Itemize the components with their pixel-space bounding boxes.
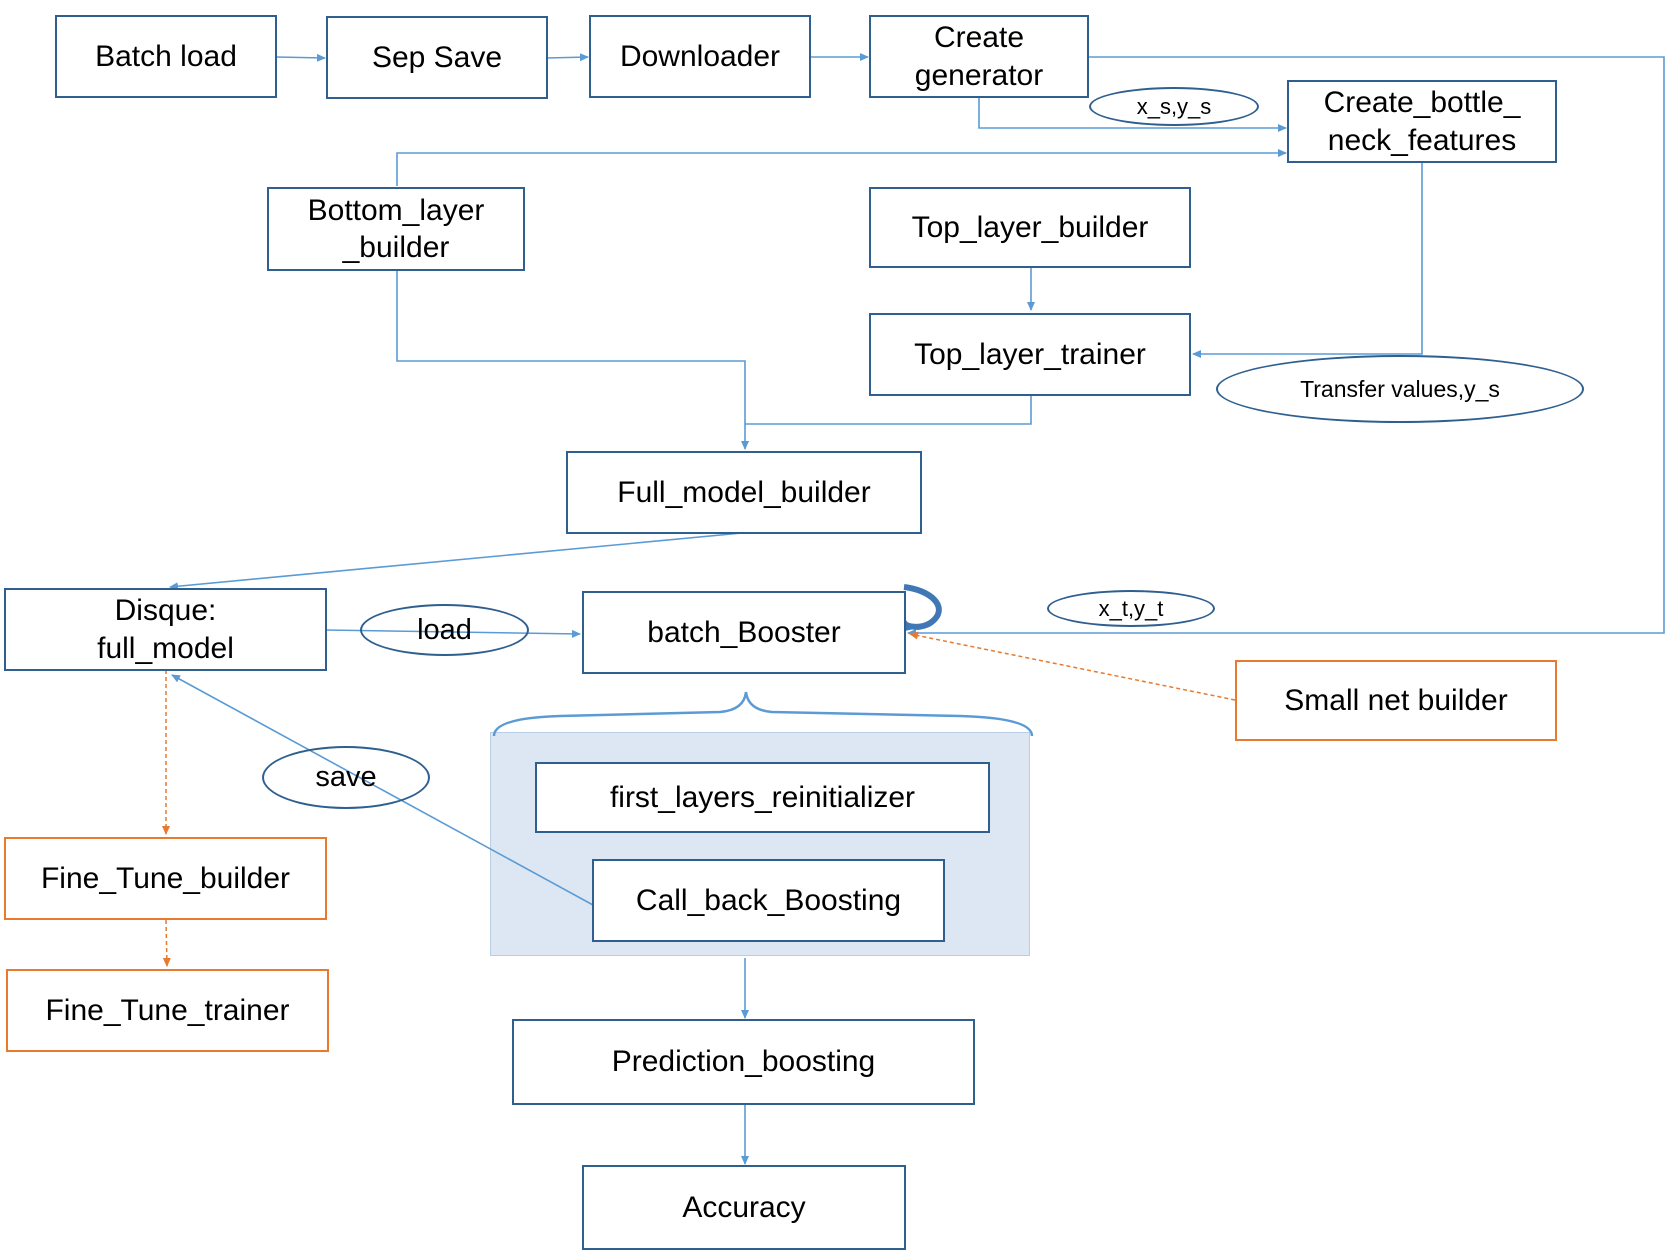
call-back-boosting-node: Call_back_Boosting <box>592 859 945 942</box>
fine-tune-builder-label: Fine_Tune_builder <box>40 861 291 895</box>
downloader-label: Downloader <box>619 39 781 73</box>
bottom-layer-builder-node: Bottom_layer _builder <box>267 187 525 271</box>
save-label: save <box>262 746 430 809</box>
fine-tune-trainer-node: Fine_Tune_trainer <box>6 969 329 1052</box>
call-back-boosting-label: Call_back_Boosting <box>635 883 902 917</box>
accuracy-label: Accuracy <box>682 1190 806 1224</box>
top-layer-builder-node: Top_layer_builder <box>869 187 1191 268</box>
prediction-boosting-label: Prediction_boosting <box>611 1045 876 1079</box>
top-layer-trainer-node: Top_layer_trainer <box>869 313 1191 396</box>
disque-label-line1: Disque: <box>114 594 217 627</box>
xs-ys-text: x_s,y_s <box>1136 93 1212 119</box>
create-generator-label-line2: generator <box>914 58 1044 92</box>
create-bottleneck-label-line1: Create_bottle_ <box>1323 86 1521 119</box>
create-bottleneck-label-line2: neck_features <box>1327 123 1517 157</box>
load-label: load <box>360 604 529 656</box>
disque-full-model-node: Disque: full_model <box>4 588 327 671</box>
transfer-values-text: Transfer values,y_s <box>1300 375 1500 402</box>
edge-generator-booster <box>907 56 1665 637</box>
xs-ys-label: x_s,y_s <box>1089 87 1259 126</box>
xt-yt-label: x_t,y_t <box>1047 590 1215 627</box>
edge-bottomlayer-fullmodel <box>396 270 749 450</box>
edge-generator-bottleneck <box>978 97 1287 132</box>
group-brace <box>492 691 1034 737</box>
create-generator-label-line1: Create <box>933 21 1025 54</box>
booster-self-loop <box>903 584 942 630</box>
sep-save-label: Sep Save <box>371 40 503 74</box>
first-layers-reinitializer-label: first_layers_reinitializer <box>609 780 916 814</box>
edge-finetunebuilder-trainer <box>162 919 171 967</box>
edge-bottomlayer-bottleneck <box>396 149 1287 186</box>
edge-sepsave-downloader <box>546 53 589 62</box>
small-net-builder-label: Small net builder <box>1284 683 1508 717</box>
save-text: save <box>315 761 377 793</box>
disque-label-line2: full_model <box>97 631 234 665</box>
bottom-layer-builder-label-line1: Bottom_layer <box>307 193 485 227</box>
prediction-boosting-node: Prediction_boosting <box>512 1019 975 1105</box>
small-net-builder-node: Small net builder <box>1235 660 1557 741</box>
create-bottleneck-node: Create_bottle_ neck_features <box>1287 80 1557 163</box>
create-generator-node: Create generator <box>869 15 1089 98</box>
top-layer-trainer-label: Top_layer_trainer <box>914 337 1146 371</box>
full-model-builder-label: Full_model_builder <box>617 475 871 509</box>
xt-yt-text: x_t,y_t <box>1098 595 1164 621</box>
batch-booster-node: batch_Booster <box>582 591 906 674</box>
sep-save-node: Sep Save <box>326 16 548 99</box>
transfer-values-label: Transfer values,y_s <box>1216 355 1584 423</box>
downloader-node: Downloader <box>589 15 811 98</box>
bottom-layer-builder-label-line2: _builder <box>342 231 450 264</box>
edge-smallnet-booster <box>909 631 1236 701</box>
fine-tune-trainer-label: Fine_Tune_trainer <box>45 993 290 1027</box>
batch-load-node: Batch load <box>55 15 277 98</box>
edge-toptrainer-fullmodel <box>745 395 1032 425</box>
edge-bottleneck-toptrainer <box>1192 162 1423 358</box>
load-text: load <box>417 613 472 646</box>
batch-load-label: Batch load <box>95 39 237 73</box>
accuracy-node: Accuracy <box>582 1165 906 1250</box>
first-layers-reinitializer-node: first_layers_reinitializer <box>535 762 990 833</box>
edge-batchload-sepsave <box>275 53 326 62</box>
batch-booster-label: batch_Booster <box>647 615 841 649</box>
fine-tune-builder-node: Fine_Tune_builder <box>4 837 327 920</box>
top-layer-builder-label: Top_layer_builder <box>911 210 1149 244</box>
full-model-builder-node: Full_model_builder <box>566 451 922 534</box>
edge-fullmodel-disque <box>169 532 743 591</box>
